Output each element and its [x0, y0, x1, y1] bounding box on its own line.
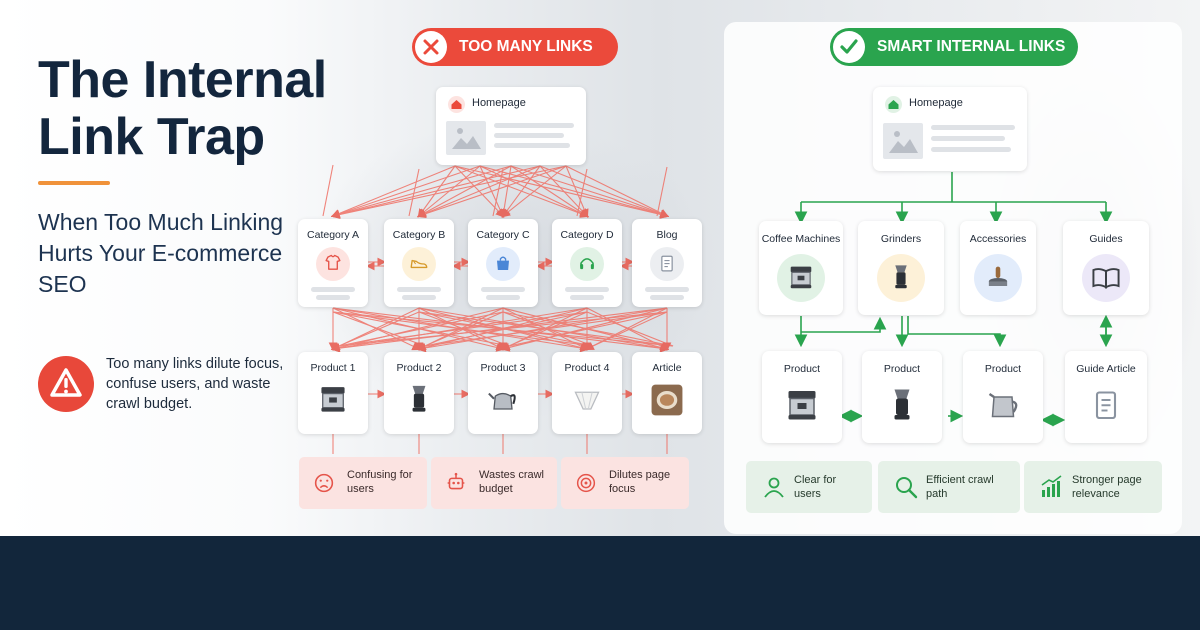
category-card: Category C	[468, 219, 538, 307]
category-label: Blog	[656, 229, 678, 241]
link-wires	[322, 164, 1113, 454]
smart-links-badge: SMART INTERNAL LINKS	[830, 28, 1078, 66]
category-label: Category D	[560, 229, 614, 241]
coffee-cup-icon	[649, 382, 685, 418]
footer-band	[0, 536, 1200, 630]
smart-category-card: Grinders	[858, 221, 944, 315]
benefit-label: Stronger page relevance	[1072, 474, 1142, 500]
image-placeholder-icon	[446, 121, 486, 155]
product-card: Article	[632, 352, 702, 434]
milk-pitcher-icon	[982, 385, 1024, 427]
smart-product-label: Product	[883, 363, 921, 375]
issue-card: Dilutes page focus	[561, 457, 689, 509]
grinder-icon	[877, 254, 925, 302]
category-card: Category B	[384, 219, 454, 307]
product-label: Product 1	[310, 362, 356, 374]
filter-icon	[569, 382, 605, 418]
product-card: Product 3	[468, 352, 538, 434]
category-card: Category D	[552, 219, 622, 307]
smart-category-card: Coffee Machines	[759, 221, 843, 315]
home-icon	[885, 96, 902, 113]
image-placeholder-icon	[883, 123, 923, 159]
too-many-links-badge: TOO MANY LINKS	[412, 28, 618, 66]
shopping-bag-icon	[486, 247, 520, 281]
smart-product-card: Product	[963, 351, 1043, 443]
document-icon	[650, 247, 684, 281]
category-label: Category C	[476, 229, 530, 241]
smart-product-card: Product	[862, 351, 942, 443]
too-many-links-label: TOO MANY LINKS	[459, 38, 593, 55]
user-icon	[760, 473, 788, 501]
product-label: Product 3	[480, 362, 526, 374]
category-card: Blog	[632, 219, 702, 307]
book-icon	[1082, 254, 1130, 302]
homepage-card: Homepage	[436, 87, 586, 165]
category-label: Category B	[392, 229, 446, 241]
homepage-label: Homepage	[472, 97, 526, 109]
kettle-icon	[485, 382, 521, 418]
grinder-icon	[881, 385, 923, 427]
grinder-icon	[401, 382, 437, 418]
issue-card: Confusing for users	[299, 457, 427, 509]
page-title: The Internal Link Trap	[38, 51, 327, 166]
smart-product-card: Product	[762, 351, 842, 443]
smart-homepage-label: Homepage	[909, 97, 963, 109]
espresso-machine-icon	[777, 254, 825, 302]
product-card: Product 4	[552, 352, 622, 434]
tshirt-icon	[316, 247, 350, 281]
product-card: Product 2	[384, 352, 454, 434]
smart-category-label: Grinders	[880, 233, 922, 245]
issue-label: Dilutes page focus	[609, 469, 671, 495]
product-label: Product 4	[564, 362, 610, 374]
smart-links-label: SMART INTERNAL LINKS	[877, 38, 1066, 55]
espresso-machine-icon	[315, 382, 351, 418]
check-icon	[833, 31, 865, 63]
smart-product-card: Guide Article	[1065, 351, 1147, 443]
document-icon	[1085, 385, 1127, 427]
product-label: Article	[652, 362, 682, 374]
benefit-label: Efficient crawl path	[926, 474, 994, 500]
smart-category-card: Guides	[1063, 221, 1149, 315]
target-icon	[573, 470, 599, 496]
smart-category-label: Guides	[1089, 233, 1123, 245]
benefit-card: Clear for users	[746, 461, 872, 513]
smart-homepage-card: Homepage	[873, 87, 1027, 171]
benefit-card: Stronger page relevance	[1024, 461, 1162, 513]
headphones-icon	[570, 247, 604, 281]
product-card: Product 1	[298, 352, 368, 434]
title-underline	[38, 181, 110, 185]
issue-label: Confusing for users	[347, 469, 413, 495]
smart-product-label: Product	[783, 363, 821, 375]
home-icon	[448, 96, 465, 113]
tamper-icon	[974, 254, 1022, 302]
smart-category-label: Coffee Machines	[761, 233, 841, 245]
smart-category-label: Accessories	[969, 233, 1027, 245]
robot-icon	[443, 470, 469, 496]
sad-face-icon	[311, 470, 337, 496]
shoe-icon	[402, 247, 436, 281]
product-label: Product 2	[396, 362, 442, 374]
search-icon	[892, 473, 920, 501]
smart-product-label: Guide Article	[1076, 363, 1136, 375]
category-label: Category A	[307, 229, 359, 241]
warning-text: Too many links dilute focus, confuse use…	[106, 356, 284, 412]
issue-card: Wastes crawl budget	[431, 457, 557, 509]
espresso-machine-icon	[781, 385, 823, 427]
benefit-card: Efficient crawl path	[878, 461, 1020, 513]
smart-category-card: Accessories	[960, 221, 1036, 315]
x-icon	[415, 31, 447, 63]
page-subtitle: When Too Much Linking Hurts Your E-comme…	[38, 209, 284, 297]
growth-chart-icon	[1038, 473, 1066, 501]
issue-label: Wastes crawl budget	[479, 469, 544, 495]
category-card: Category A	[298, 219, 368, 307]
smart-product-label: Product	[984, 363, 1022, 375]
benefit-label: Clear for users	[794, 474, 837, 500]
warning-icon	[38, 356, 94, 412]
